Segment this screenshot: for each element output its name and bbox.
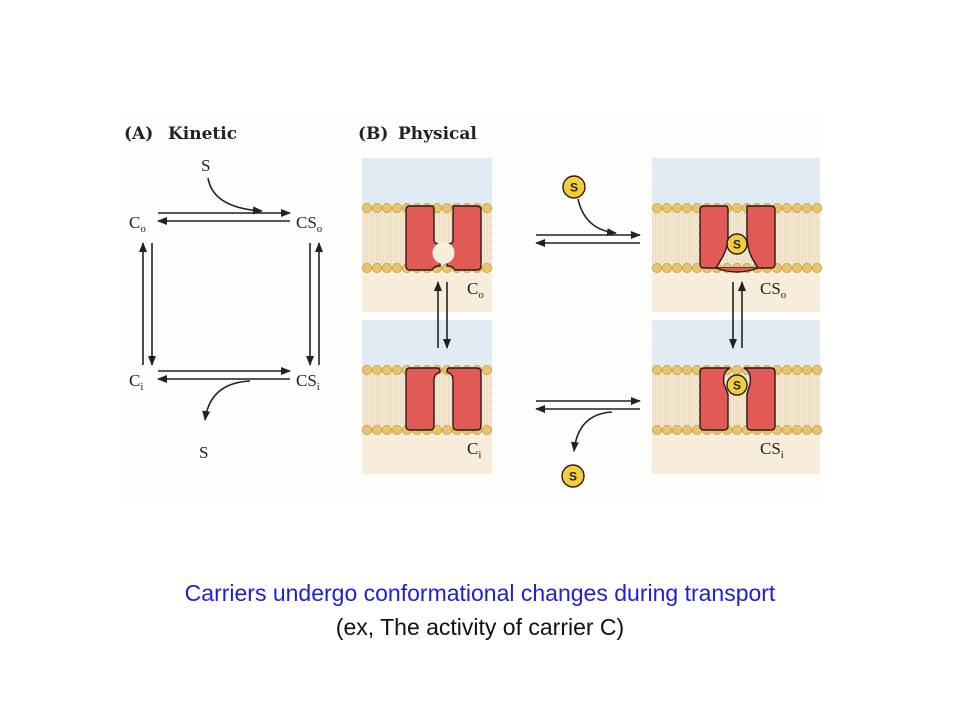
physical-bottom-equilibrium-arrows <box>535 397 641 452</box>
kinetic-left-equilibrium-arrows <box>139 242 156 366</box>
panel-b-physical: (B) Physical S <box>358 124 823 488</box>
physical-state-co: Co <box>467 279 484 301</box>
kinetic-right-equilibrium-arrows <box>306 242 323 366</box>
physical-state-cso: CSo <box>760 279 787 301</box>
carrier-ci <box>405 367 482 431</box>
panel-a-substrate-out: S <box>199 443 208 462</box>
kinetic-state-csi: CSi <box>296 371 320 393</box>
carrier-co <box>405 205 482 271</box>
svg-text:S: S <box>569 470 577 484</box>
carrier-csi <box>699 367 776 431</box>
substrate-ball-bound-inside: S <box>726 374 748 396</box>
panel-b-label: (B) <box>358 124 388 144</box>
caption-line-1: Carriers undergo conformational changes … <box>184 580 776 606</box>
svg-text:S: S <box>733 379 741 393</box>
physical-state-ci: Ci <box>467 439 481 461</box>
kinetic-top-equilibrium-arrows <box>157 177 291 225</box>
physical-top-equilibrium-arrows <box>535 198 641 247</box>
panel-a-title: Kinetic <box>168 124 237 144</box>
panel-b-title: Physical <box>398 124 477 144</box>
caption-line-2: (ex, The activity of carrier C) <box>335 614 625 640</box>
substrate-ball-bound-outside: S <box>726 233 748 255</box>
substrate-ball-bottom-free: S <box>561 464 585 488</box>
membrane-segment <box>652 320 823 474</box>
caption: Carriers undergo conformational changes … <box>0 576 960 644</box>
physical-left-equilibrium-arrows <box>434 281 451 349</box>
kinetic-state-cso: CSo <box>296 213 323 235</box>
panel-a-label: (A) <box>124 124 153 144</box>
panel-a-kinetic: (A) Kinetic S Co CSo Ci CSi S <box>124 124 323 462</box>
kinetic-state-co: Co <box>129 213 146 235</box>
carrier-cso <box>699 205 776 273</box>
kinetic-state-ci: Ci <box>129 371 143 393</box>
physical-state-csi: CSi <box>760 439 784 461</box>
svg-text:S: S <box>733 238 741 252</box>
svg-text:S: S <box>570 181 578 195</box>
substrate-ball-top-free: S <box>562 175 586 199</box>
physical-right-equilibrium-arrows <box>729 281 746 349</box>
panel-a-substrate-in: S <box>201 156 210 175</box>
kinetic-bottom-equilibrium-arrows <box>157 367 291 421</box>
